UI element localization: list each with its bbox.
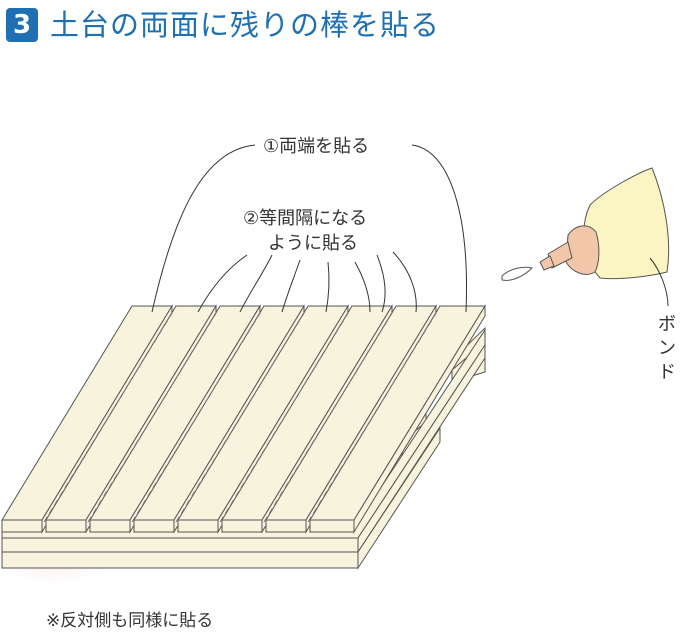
leader-lines-both-ends [151,144,467,313]
bond-label-char-2: ン [658,338,676,359]
step-title: 土台の両面に残りの棒を貼る [50,8,441,42]
leader-line-bond [649,257,669,307]
bond-label-char-1: ボ [658,314,676,335]
glue-lines [43,309,439,523]
bond-label: ボ ン ド [658,314,676,383]
bond-label-char-3: ド [658,362,676,383]
callout-both-ends: ①両端を貼る [263,136,369,157]
base-boards [1,328,486,570]
step-number-badge: 3 [6,8,38,42]
slat-8 [309,304,486,534]
callout-equal-spacing-line2: ように貼る [268,233,358,254]
callout-equal-spacing-line1: ②等間隔になる [243,208,367,229]
leader-lines-equal-spacing [197,251,417,313]
footnote: ※反対側も同様に貼る [46,611,214,631]
glue-bottle-icon [501,167,670,281]
